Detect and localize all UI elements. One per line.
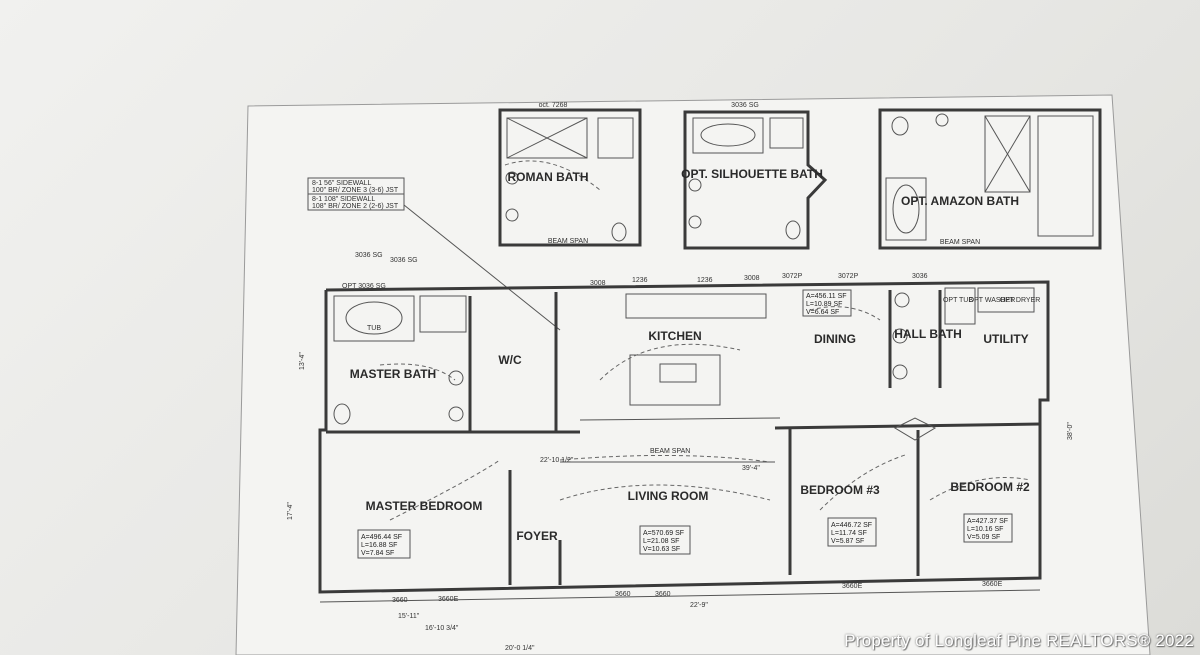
svg-text:A=427.37 SF: A=427.37 SF (967, 518, 1008, 525)
bottom-dim-6: 3660E (982, 581, 1003, 588)
master-bedroom-label: MASTER BEDROOM (366, 499, 483, 513)
dim-top-3008a: 3008 (590, 280, 606, 287)
svg-text:V=10.63 SF: V=10.63 SF (643, 546, 680, 553)
left-dim-2: 17'-4" (287, 502, 294, 520)
legend-box: 8-1 56" SIDEWALL 100" BR/ ZONE 3 (3-6) J… (307, 177, 561, 331)
amazon-beam-span: BEAM SPAN (940, 239, 980, 246)
legend-line-4: 108" BR/ ZONE 2 (2-6) JST (312, 203, 399, 210)
watermark-text: Property of Longleaf Pine REALTORS® 2022 (844, 631, 1194, 650)
svg-text:V=5.87 SF: V=5.87 SF (831, 538, 864, 545)
master-bedroom-area-box: A=496.44 SF L=16.88 SF V=7.84 SF (357, 529, 411, 559)
beam-span-dim: 22'-10 1/2" (540, 457, 574, 464)
silhouette-bath-inset: OPT. SILHOUETTE BATH 3036 SG (681, 102, 828, 250)
amazon-bath-label: OPT. AMAZON BATH (901, 194, 1019, 208)
right-dim-1: 38'-0" (1067, 422, 1074, 440)
roman-bath-inset: ROMAN BATH BEAM SPAN oct. 7268 (498, 102, 642, 247)
dining-area-box: A=456.11 SF L=10.89 SF V=6.64 SF (802, 289, 852, 317)
dim-top-1236b: 1236 (697, 277, 713, 284)
opt-tub-label: OPT TUB (943, 297, 973, 304)
silhouette-top-dim: 3036 SG (731, 102, 759, 109)
opt-dryer-label: OPT DRYER (1000, 297, 1041, 304)
legend-line-2: 100" BR/ ZONE 3 (3-6) JST (312, 187, 399, 194)
tub-label: TUB (367, 325, 381, 332)
amazon-bath-inset: OPT. AMAZON BATH BEAM SPAN (878, 108, 1102, 250)
bottom-dim-2: 3660E (438, 596, 459, 603)
svg-text:L=10.89 SF: L=10.89 SF (806, 301, 842, 308)
overall-dim-4: 20'-0 1/4" (505, 645, 535, 652)
paper-sheet (235, 94, 1151, 655)
bottom-dim-3: 3660 (615, 591, 631, 598)
svg-text:A=446.72 SF: A=446.72 SF (831, 522, 872, 529)
main-floor-plan: TUB MASTER BATH W/C KITCHEN DINING HALL … (287, 252, 1074, 652)
dim-top-1236a: 1236 (632, 277, 648, 284)
bottom-dim-1: 3660 (392, 597, 408, 604)
kitchen-label: KITCHEN (648, 329, 701, 343)
dim-top-opt-2: 3036 SG (390, 257, 418, 264)
master-bath-label: MASTER BATH (350, 367, 436, 381)
svg-text:V=7.84 SF: V=7.84 SF (361, 550, 394, 557)
legend-line-1: 8-1 56" SIDEWALL (312, 180, 372, 187)
dining-label: DINING (814, 332, 856, 346)
svg-text:L=16.88 SF: L=16.88 SF (361, 542, 397, 549)
foyer-label: FOYER (516, 529, 558, 543)
opt-washer-label: OPT WASHER (969, 297, 1016, 304)
bedroom3-label: BEDROOM #3 (800, 483, 880, 497)
roman-top-dim: oct. 7268 (539, 102, 568, 109)
living-room-area-box: A=570.69 SF L=21.08 SF V=10.63 SF (639, 525, 691, 555)
dim-top-3008b: 3008 (744, 275, 760, 282)
wic-label: W/C (498, 353, 522, 367)
dim-top-3036: 3036 (912, 273, 928, 280)
bedroom2-area-box: A=427.37 SF L=10.16 SF V=5.09 SF (963, 513, 1013, 543)
left-dim-1: 13'-4" (299, 352, 306, 370)
svg-text:A=496.44 SF: A=496.44 SF (361, 534, 402, 541)
svg-text:L=21.08 SF: L=21.08 SF (643, 538, 679, 545)
svg-text:V=5.09 SF: V=5.09 SF (967, 534, 1000, 541)
bedroom3-area-box: A=446.72 SF L=11.74 SF V=5.87 SF (827, 517, 877, 547)
svg-text:L=10.16 SF: L=10.16 SF (967, 526, 1003, 533)
silhouette-bath-label: OPT. SILHOUETTE BATH (681, 167, 823, 181)
overall-dim-1: 15'-11" (398, 613, 420, 620)
hall-bath-label: HALL BATH (894, 327, 962, 341)
living-span-dim: 39'-4" (742, 465, 760, 472)
living-room-label: LIVING ROOM (628, 489, 709, 503)
roman-bath-label: ROMAN BATH (507, 170, 588, 184)
dim-top-opt-sg: OPT 3036 SG (342, 283, 386, 290)
utility-label: UTILITY (983, 332, 1028, 346)
svg-text:L=11.74 SF: L=11.74 SF (831, 530, 867, 537)
beam-span-label: BEAM SPAN (650, 448, 690, 455)
svg-text:A=456.11 SF: A=456.11 SF (806, 293, 847, 300)
svg-text:A=570.69 SF: A=570.69 SF (643, 530, 684, 537)
bottom-dim-5: 3660E (842, 583, 863, 590)
svg-text:V=6.64 SF: V=6.64 SF (806, 309, 839, 316)
bottom-dim-4: 3660 (655, 591, 671, 598)
dim-top-opt-1: 3036 SG (355, 252, 383, 259)
dim-top-3072b: 3072P (838, 273, 859, 280)
dim-top-3072a: 3072P (782, 273, 803, 280)
roman-beam-span: BEAM SPAN (548, 238, 588, 245)
legend-line-3: 8-1 108" SIDEWALL (312, 196, 375, 203)
overall-dim-2: 22'-9" (690, 602, 708, 609)
overall-dim-3: 16'-10 3/4" (425, 625, 459, 632)
bedroom2-label: BEDROOM #2 (950, 480, 1030, 494)
